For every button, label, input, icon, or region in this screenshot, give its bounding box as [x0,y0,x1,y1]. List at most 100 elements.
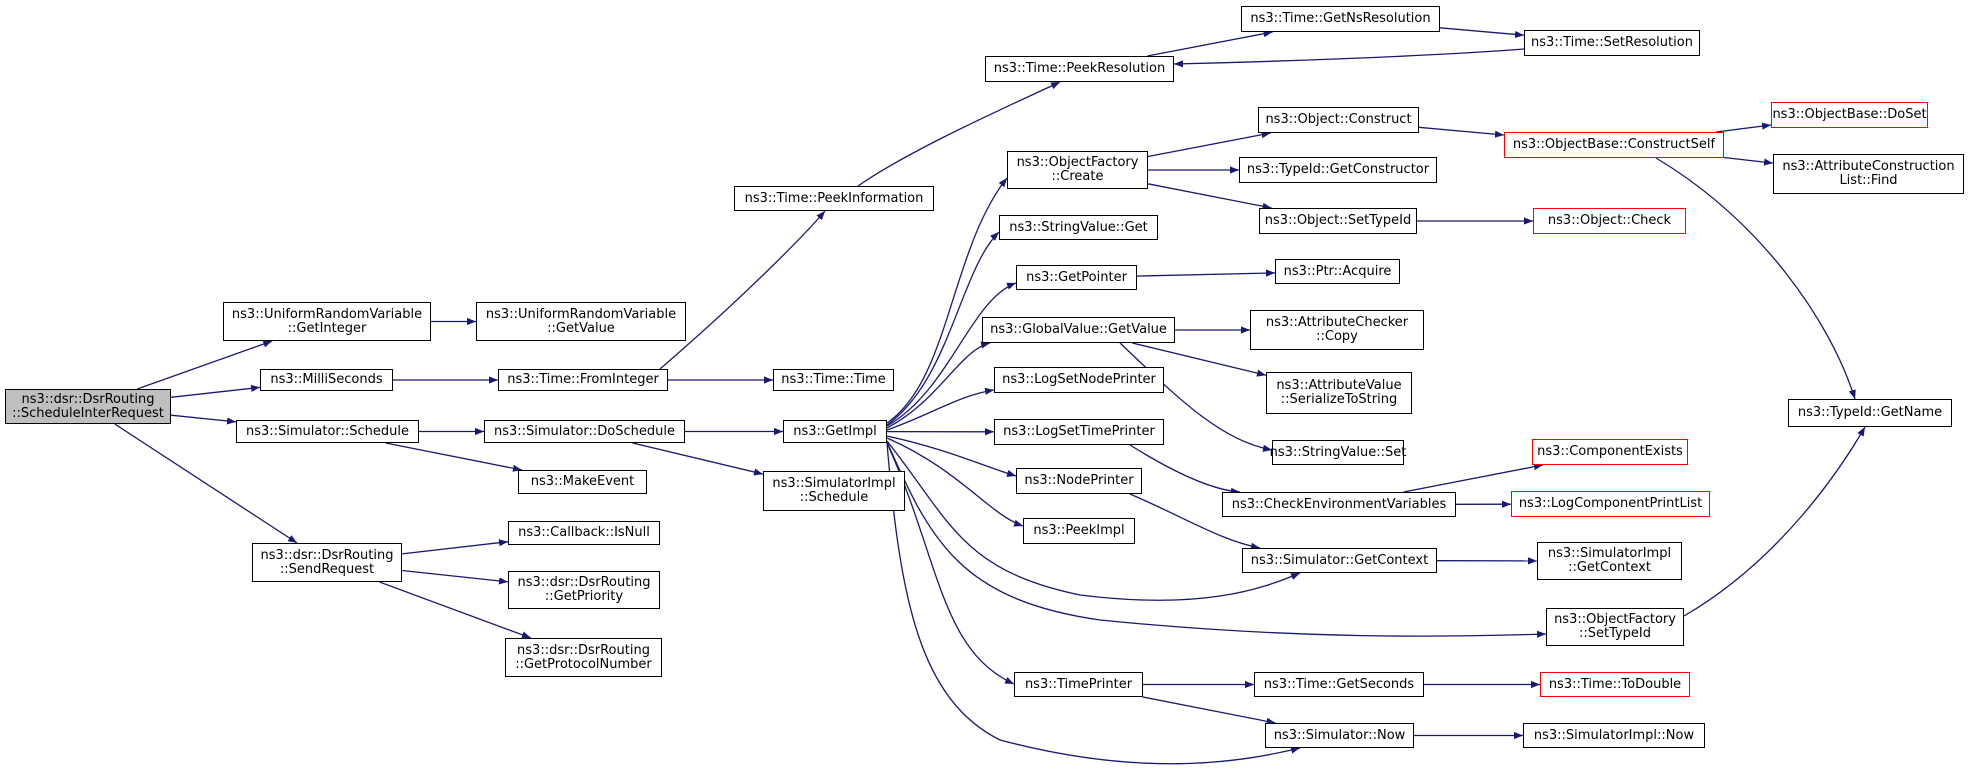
edge-objectfactory_create-to-object_construct [1147,131,1271,158]
node-label-line: ns3::GetPointer [1026,269,1127,285]
node-objectfactory-settypeid[interactable]: ns3::ObjectFactory::SetTypeId [1546,608,1684,646]
node-label-line: ns3::LogComponentPrintList [1518,496,1703,511]
node-getprotocolnumber[interactable]: ns3::dsr::DsrRouting::GetProtocolNumber [505,638,662,677]
node-time-todouble[interactable]: ns3::Time::ToDouble [1540,672,1690,697]
node-timeprinter[interactable]: ns3::TimePrinter [1014,672,1143,697]
node-nodeprinter[interactable]: ns3::NodePrinter [1016,468,1142,494]
node-time-getnsresolution[interactable]: ns3::Time::GetNsResolution [1241,6,1440,32]
node-simimpl-getcontext[interactable]: ns3::SimulatorImpl::GetContext [1537,542,1682,580]
node-label-line: ns3::dsr::DsrRouting [517,575,651,590]
node-logcomponentprintlist[interactable]: ns3::LogComponentPrintList [1511,491,1710,517]
node-label-line: ns3::LogSetTimePrinter [1003,424,1155,439]
node-label-line: ns3::ComponentExists [1537,444,1683,459]
node-componentexists[interactable]: ns3::ComponentExists [1532,439,1688,465]
node-label: ns3::Time::PeekResolution [994,62,1165,76]
node-label-line: ns3::TypeId::GetName [1797,405,1943,420]
node-label: ns3::LogSetTimePrinter [1003,425,1155,439]
node-peekimpl[interactable]: ns3::PeekImpl [1023,518,1135,544]
node-simulator-schedule[interactable]: ns3::Simulator::Schedule [236,420,419,443]
node-objectbase-constructself[interactable]: ns3::ObjectBase::ConstructSelf [1504,132,1724,158]
node-attrvalue-serialize[interactable]: ns3::AttributeValue::SerializeToString [1266,372,1412,414]
node-milliseconds[interactable]: ns3::MilliSeconds [260,369,393,391]
node-label: ns3::Time::PeekInformation [744,190,924,206]
node-getpointer[interactable]: ns3::GetPointer [1016,265,1137,290]
node-label: ns3::AttributeChecker::Copy [1266,316,1408,344]
node-label-line: ns3::ObjectBase::DoSet [1772,107,1927,122]
node-label-line: ns3::NodePrinter [1024,473,1134,488]
node-label: ns3::MakeEvent [531,475,635,489]
node-label-line: ::Create [1051,169,1104,184]
node-getimpl[interactable]: ns3::GetImpl [783,420,887,443]
node-stringvalue-set[interactable]: ns3::StringValue::Set [1270,440,1407,465]
node-label-line: ::Schedule [799,490,869,505]
node-label: ns3::dsr::DsrRouting::SendRequest [260,547,394,577]
node-time-time[interactable]: ns3::Time::Time [773,369,894,391]
node-objectfactory-create[interactable]: ns3::ObjectFactory::Create [1007,151,1148,189]
node-label-line: ns3::MilliSeconds [270,372,383,387]
node-stringvalue-get[interactable]: ns3::StringValue::Get [999,215,1158,240]
node-simimpl-schedule[interactable]: ns3::SimulatorImpl::Schedule [763,471,905,511]
edge-getimpl-to-globalvalue_getvalue [886,341,991,429]
node-getpriority[interactable]: ns3::dsr::DsrRouting::GetPriority [508,571,660,609]
node-label-line: ::SetTypeId [1578,626,1652,641]
node-time-peekinformation[interactable]: ns3::Time::PeekInformation [734,186,934,211]
node-typeid-getconstructor[interactable]: ns3::TypeId::GetConstructor [1239,157,1437,183]
node-checkenv[interactable]: ns3::CheckEnvironmentVariables [1222,492,1456,517]
node-label: ns3::LogComponentPrintList [1519,497,1702,511]
edge-getpointer-to-ptr_acquire [1136,269,1276,277]
node-attrchecker-copy[interactable]: ns3::AttributeChecker::Copy [1250,310,1424,350]
node-simulator-getcontext[interactable]: ns3::Simulator::GetContext [1242,548,1437,573]
node-object-settypeid[interactable]: ns3::Object::SetTypeId [1259,208,1417,234]
edge-time_peekresolution-to-time_getnsresolution [1147,30,1273,57]
edge-getimpl-to-peekimpl [886,437,1024,527]
node-label-line: ns3::dsr::DsrRouting [260,547,394,563]
node-label: ns3::Object::Check [1548,214,1671,228]
node-label: ns3::ObjectFactory::SetTypeId [1554,613,1676,641]
node-label-line: ns3::Time::SetResolution [1531,35,1693,50]
edge-time_setresolution-to-time_peekresolution [1173,48,1525,68]
node-label-line: ns3::TypeId::GetConstructor [1246,162,1430,177]
node-sendrequest[interactable]: ns3::dsr::DsrRouting::SendRequest [252,543,402,582]
edge-timeprinter-to-simulator_now [1142,696,1276,725]
node-callback-isnull[interactable]: ns3::Callback::IsNull [508,521,660,545]
node-object-construct[interactable]: ns3::Object::Construct [1258,107,1419,133]
node-globalvalue-getvalue[interactable]: ns3::GlobalValue::GetValue [982,317,1175,343]
node-objectbase-doset[interactable]: ns3::ObjectBase::DoSet [1771,102,1928,128]
node-simimpl-now[interactable]: ns3::SimulatorImpl::Now [1523,723,1705,748]
node-label: ns3::CheckEnvironmentVariables [1232,497,1446,512]
edge-getimpl-to-timeprinter [886,442,1015,685]
node-typeid-getname[interactable]: ns3::TypeId::GetName [1788,399,1952,427]
node-label: ns3::Simulator::Schedule [246,424,409,439]
edge-getimpl-to-logsetnodeprinter [886,387,995,431]
node-label: ns3::GetImpl [793,424,877,439]
edge-objectbase_constructself-to-typeid_getname [1655,157,1856,400]
node-label: ns3::Time::GetNsResolution [1250,12,1430,26]
node-label: ns3::SimulatorImpl::GetContext [1548,547,1671,575]
node-label: ns3::Object::SetTypeId [1265,214,1411,228]
node-label: ns3::TimePrinter [1024,676,1133,692]
node-urv-getinteger[interactable]: ns3::UniformRandomVariable::GetInteger [223,302,431,341]
node-urv-getvalue[interactable]: ns3::UniformRandomVariable::GetValue [476,302,686,341]
node-label-line: ns3::Time::PeekInformation [744,190,924,206]
node-label-line: ns3::TimePrinter [1024,676,1133,692]
node-label: ns3::Time::ToDouble [1549,677,1681,692]
node-logsettimeprinter[interactable]: ns3::LogSetTimePrinter [994,419,1164,445]
node-time-peekresolution[interactable]: ns3::Time::PeekResolution [985,56,1174,82]
node-simulator-doschedule[interactable]: ns3::Simulator::DoSchedule [484,420,685,443]
node-label-line: ::GetValue [547,320,615,336]
node-label-line: ns3::Time::GetSeconds [1263,676,1415,692]
node-label-line: ns3::UniformRandomVariable [485,306,677,322]
node-logsetnodeprinter[interactable]: ns3::LogSetNodePrinter [994,367,1164,393]
node-time-frominteger[interactable]: ns3::Time::FromInteger [498,369,668,391]
node-ptr-acquire[interactable]: ns3::Ptr::Acquire [1275,259,1400,284]
node-label-line: ns3::SimulatorImpl [1547,546,1672,561]
node-makeevent[interactable]: ns3::MakeEvent [518,470,647,494]
node-time-setresolution[interactable]: ns3::Time::SetResolution [1524,30,1700,56]
node-object-check[interactable]: ns3::Object::Check [1533,208,1686,234]
node-label: ns3::StringValue::Set [1270,445,1407,460]
edge-layer [114,27,1866,765]
node-time-getseconds[interactable]: ns3::Time::GetSeconds [1254,672,1424,697]
node-simulator-now[interactable]: ns3::Simulator::Now [1265,723,1414,748]
